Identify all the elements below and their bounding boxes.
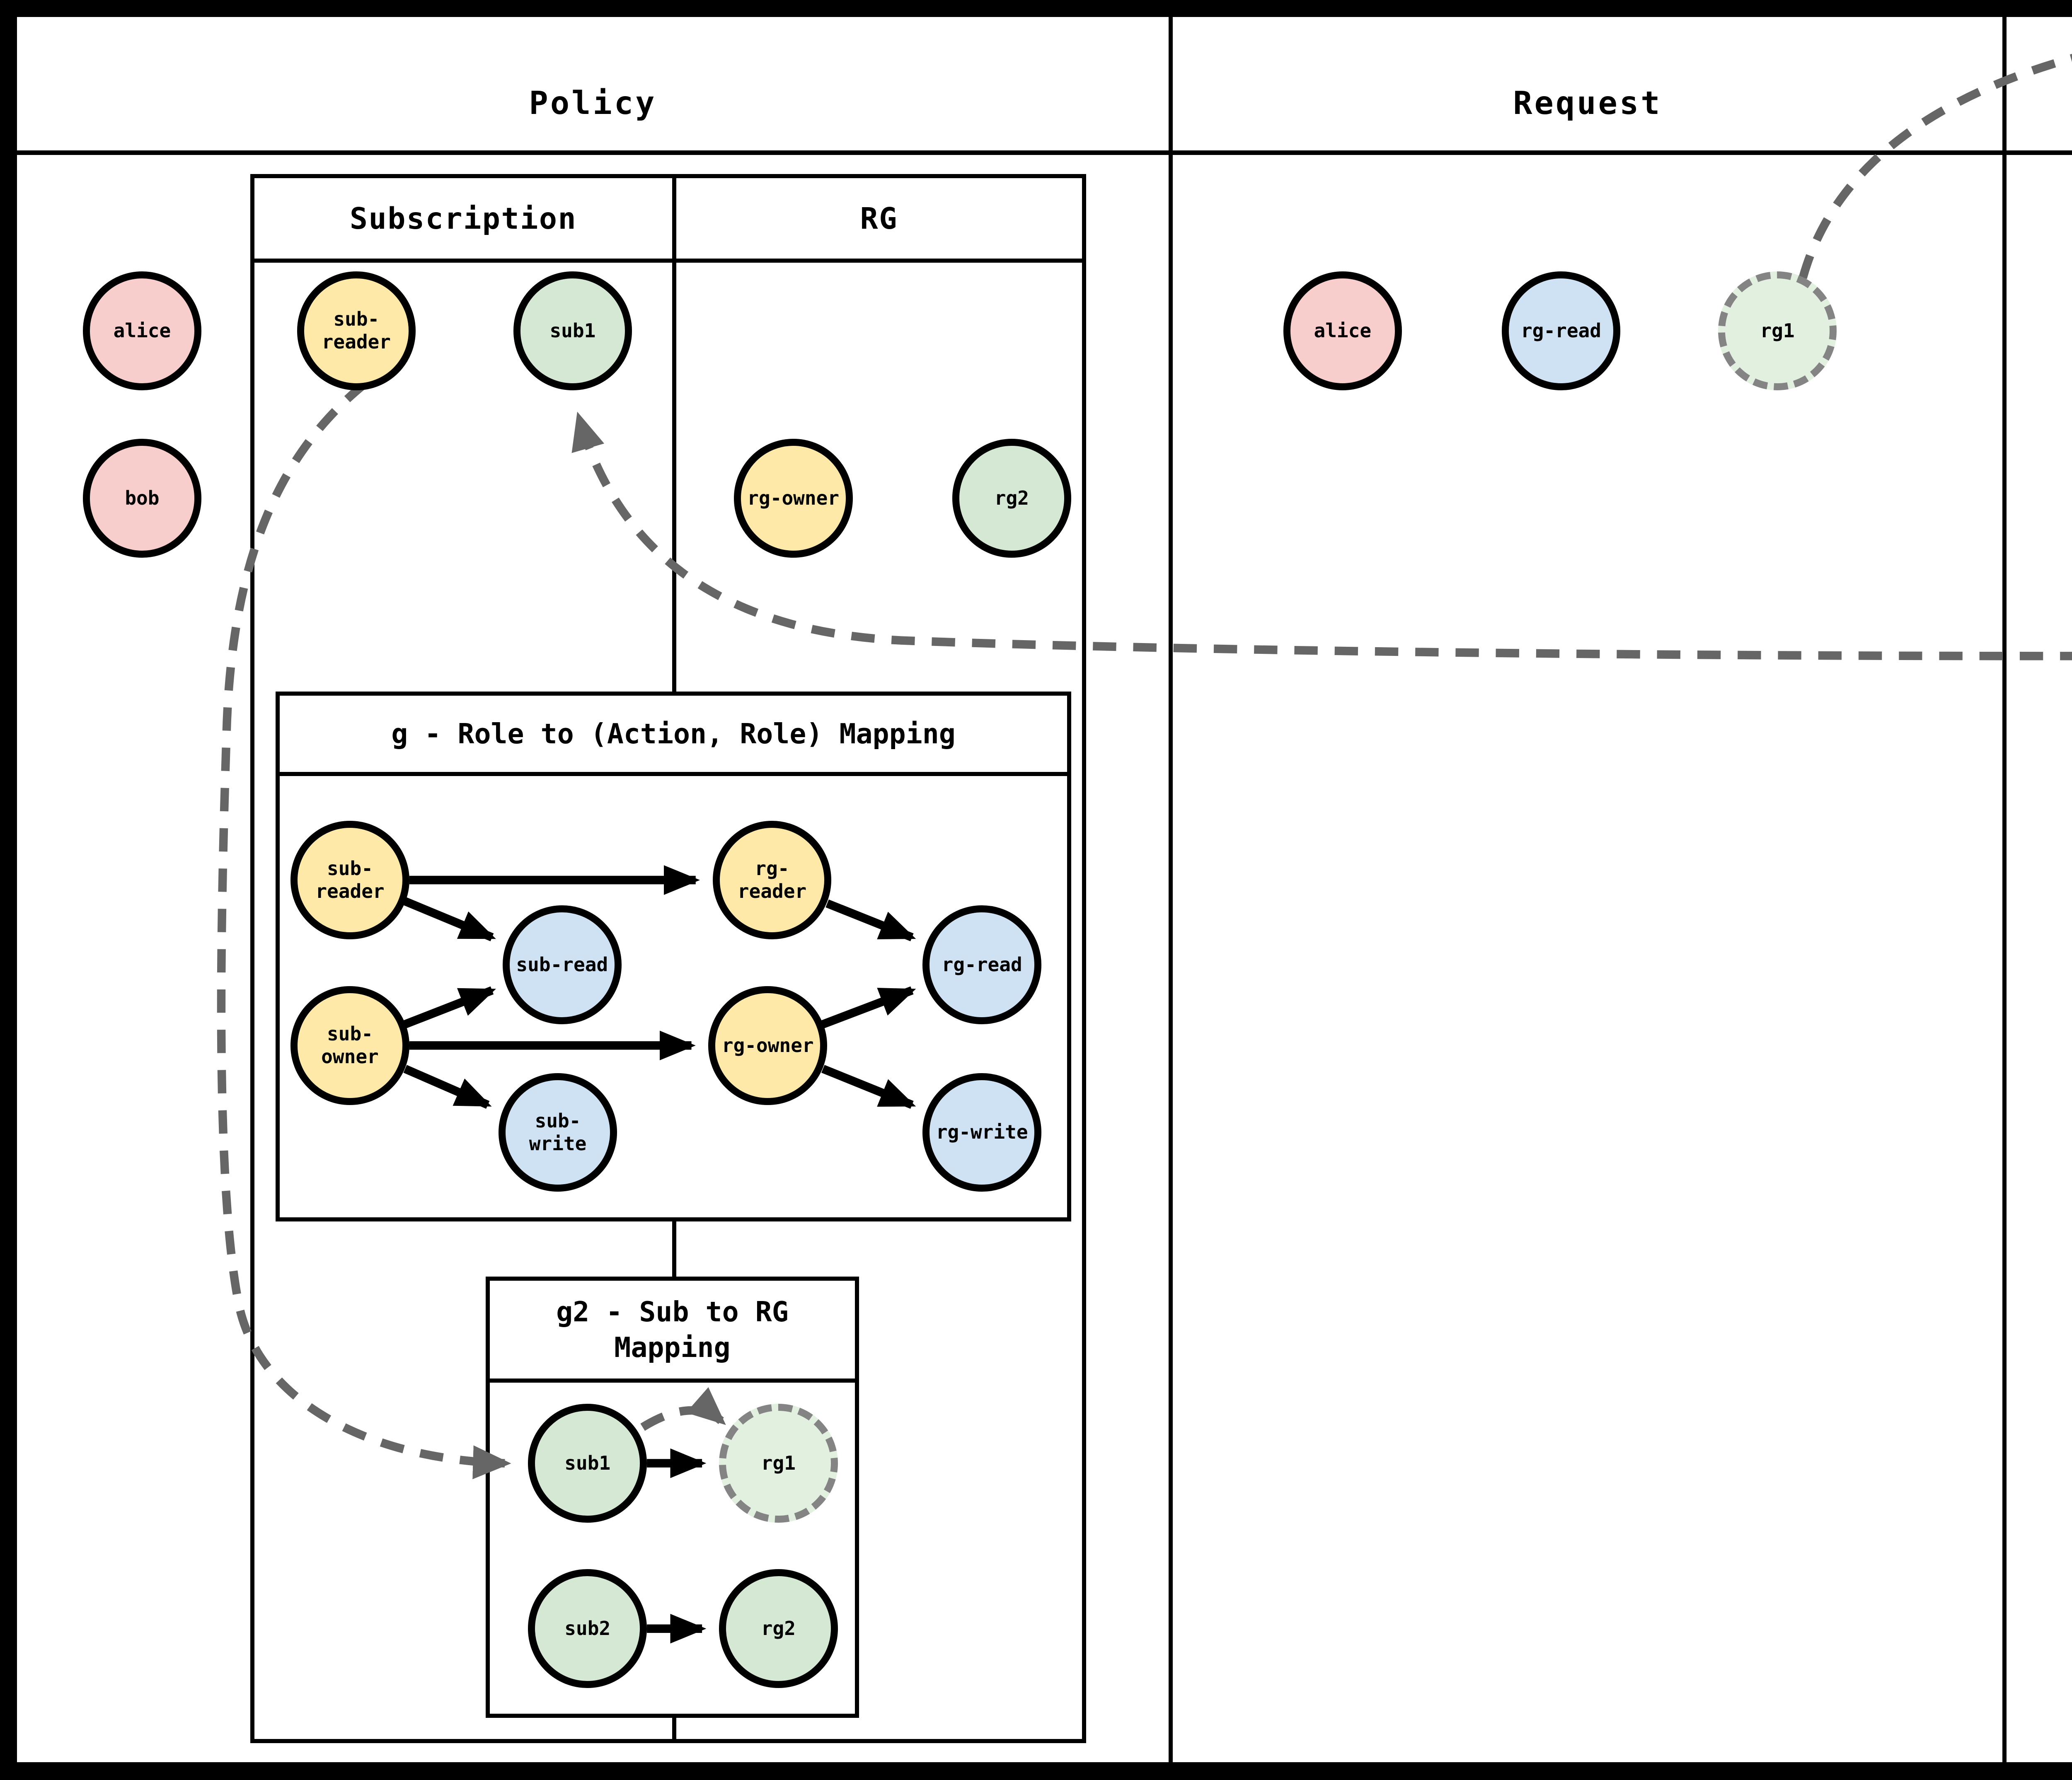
- g2-mapping-title: g2 - Sub to RG Mapping: [490, 1281, 855, 1383]
- section-title-matching: Matching: [2007, 85, 2072, 122]
- table-node-rg-owner: rg-owner: [733, 439, 853, 558]
- section-title-request: Request: [1513, 85, 1662, 122]
- g-node-rg-write: rg-write: [922, 1073, 1042, 1192]
- g2-node-sub1: sub1: [528, 1404, 647, 1523]
- request-node-rg-read: rg-read: [1501, 271, 1621, 390]
- table-col-header-rg: RG: [860, 201, 898, 236]
- table-node-sub1: sub1: [513, 271, 632, 390]
- table-col-header-subscription: Subscription: [349, 201, 577, 236]
- section-divider-policy-request: [1169, 17, 1173, 1763]
- section-divider-request-matching: [2002, 17, 2007, 1763]
- table-node-rg2: rg2: [952, 439, 1071, 558]
- g-node-sub-read: sub-read: [503, 905, 622, 1025]
- g-node-rg-reader: rg- reader: [712, 820, 832, 940]
- g-node-rg-read: rg-read: [922, 905, 1042, 1025]
- g2-node-rg2: rg2: [719, 1569, 838, 1688]
- g2-node-sub2: sub2: [528, 1569, 647, 1688]
- policy-node-alice: alice: [82, 271, 202, 390]
- request-node-rg1: rg1: [1718, 271, 1837, 390]
- g-node-sub-write: sub- write: [498, 1073, 617, 1192]
- request-node-alice: alice: [1283, 271, 1402, 390]
- g-mapping-title: g - Role to (Action, Role) Mapping: [280, 696, 1067, 776]
- table-header-underline: [254, 259, 1082, 263]
- g-node-sub-owner: sub- owner: [290, 986, 409, 1105]
- g-node-sub-reader: sub- reader: [290, 820, 409, 940]
- header-underline: [17, 150, 2072, 155]
- policy-node-bob: bob: [82, 439, 202, 558]
- section-title-policy: Policy: [529, 85, 657, 122]
- g-node-rg-owner: rg-owner: [708, 986, 828, 1105]
- g2-node-rg1: rg1: [719, 1404, 838, 1523]
- table-node-sub-reader: sub- reader: [297, 271, 416, 390]
